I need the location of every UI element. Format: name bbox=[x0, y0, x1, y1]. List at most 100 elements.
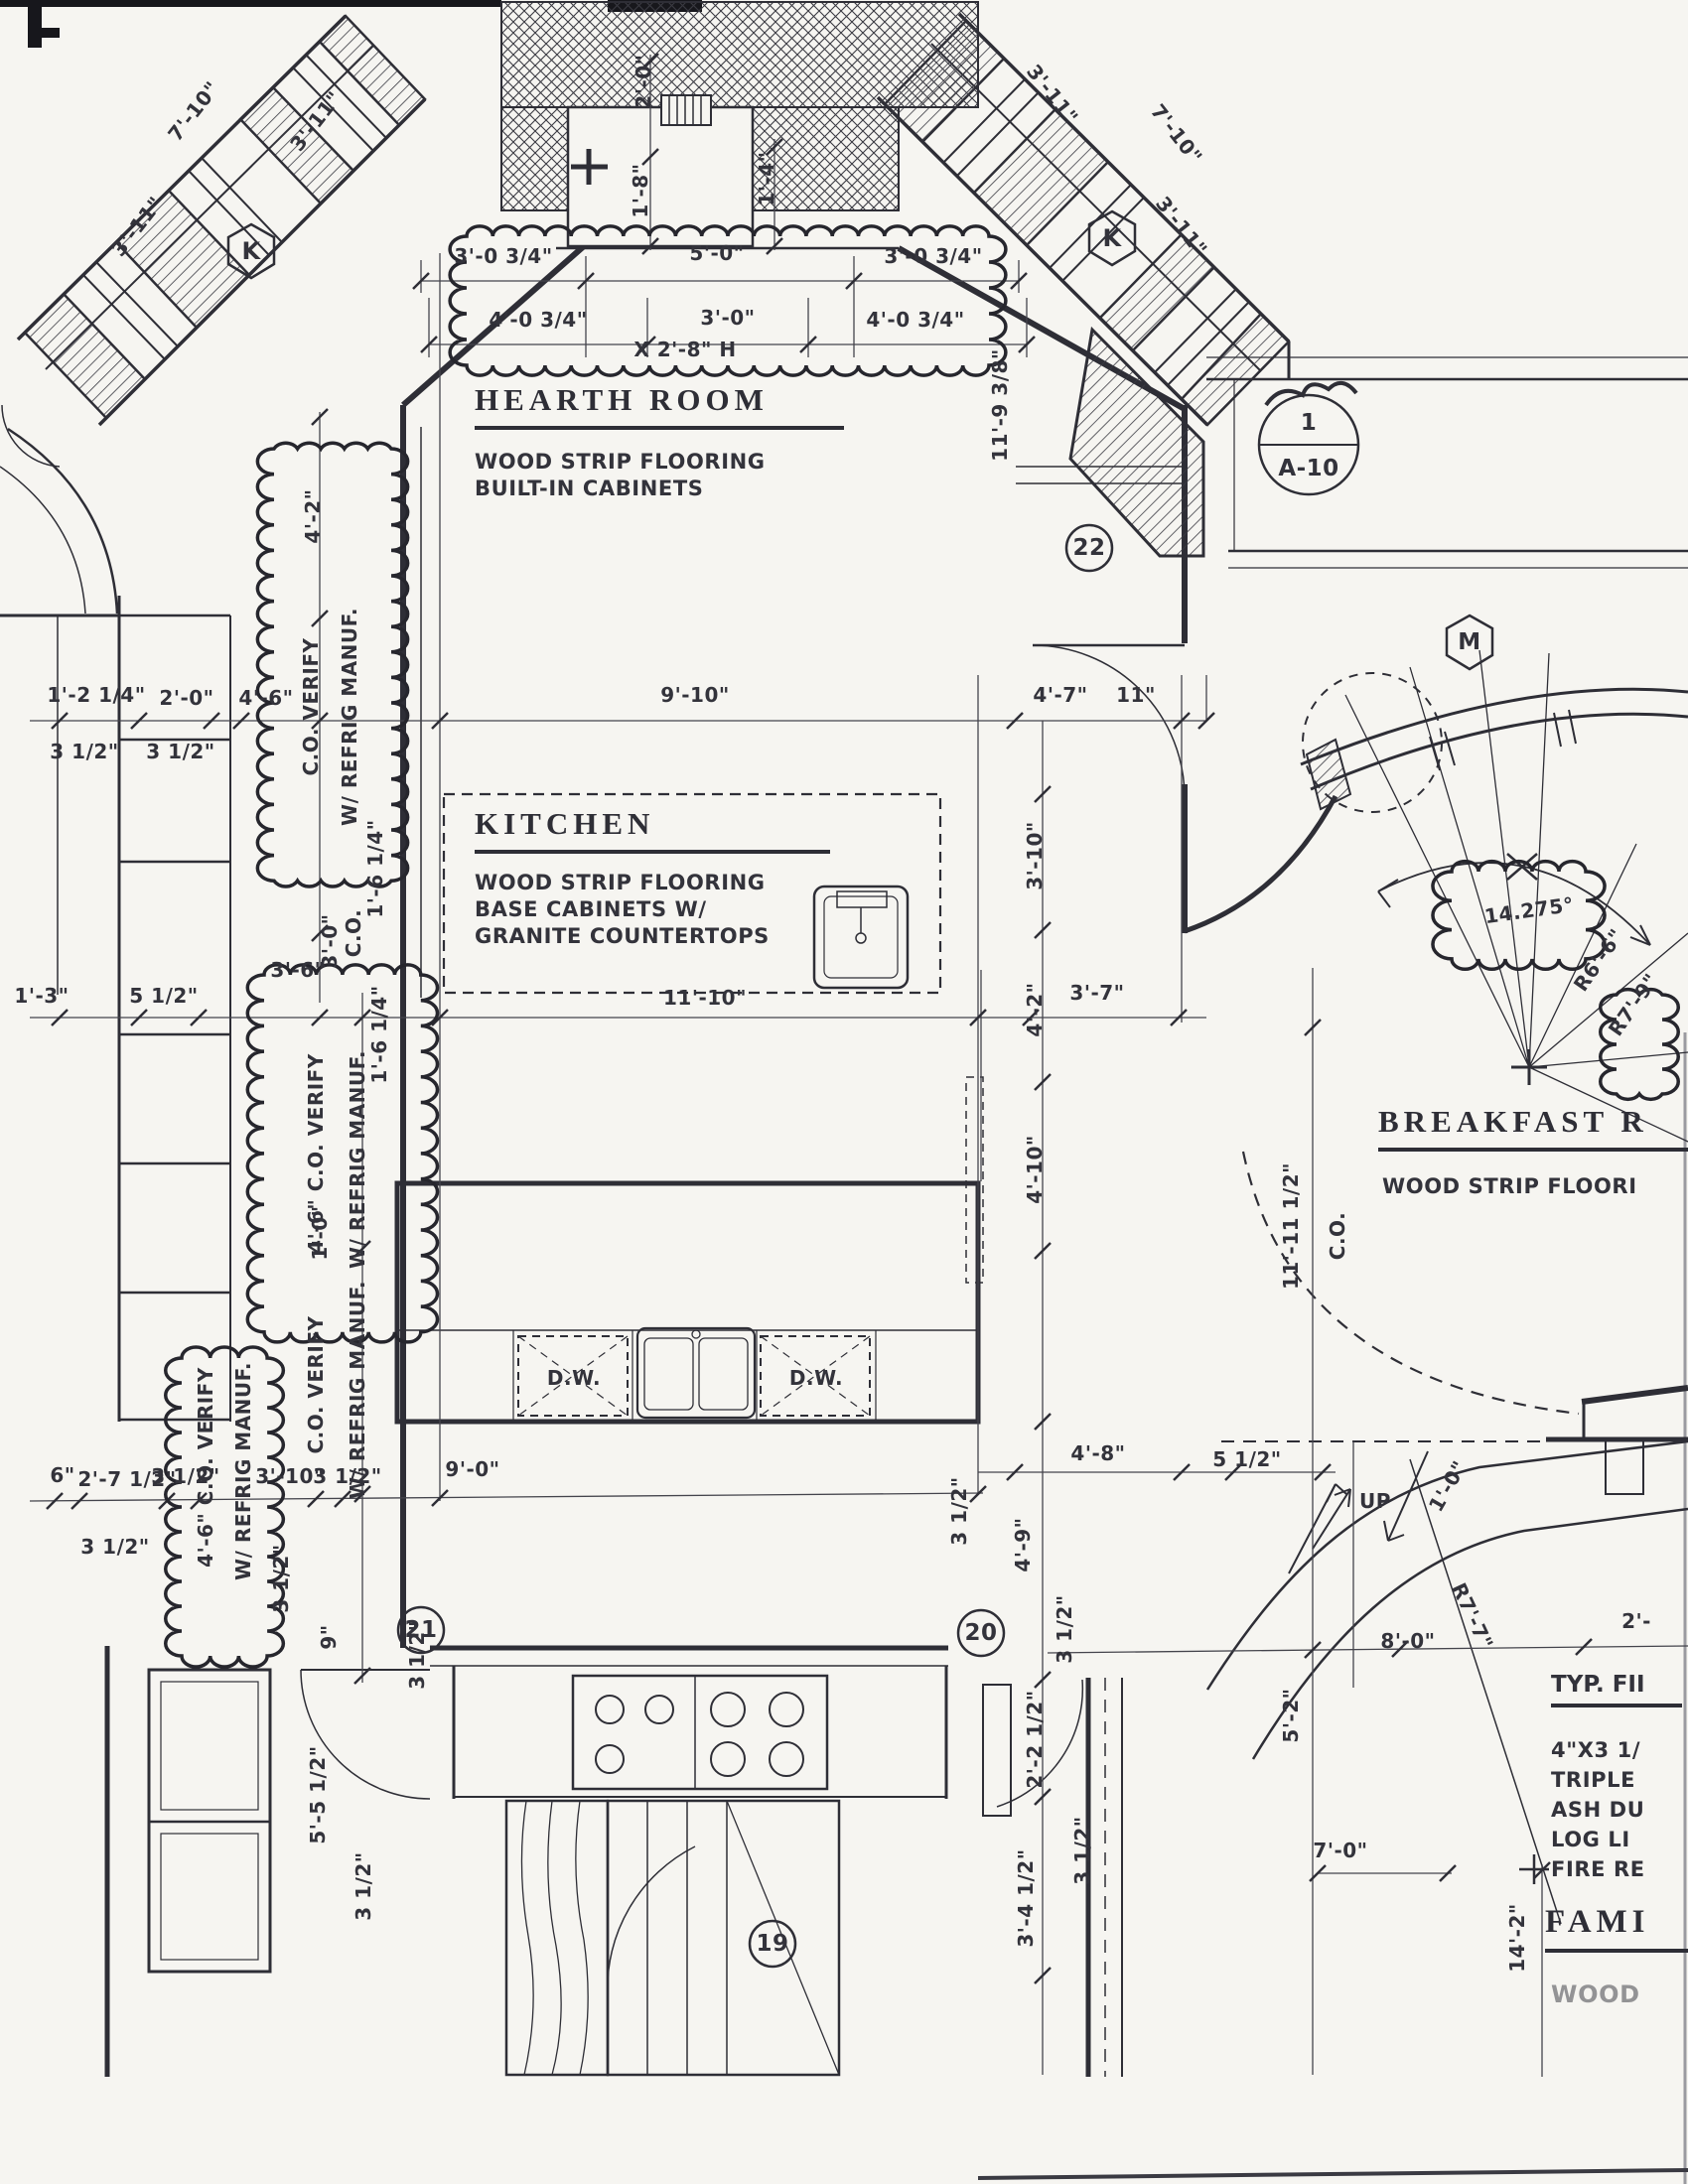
note-line: LOG LI bbox=[1551, 1828, 1630, 1851]
dim-label: 1'-6 1/4" bbox=[367, 985, 391, 1084]
revision-clouds bbox=[164, 224, 1680, 1669]
cased-opening-arc bbox=[1241, 1151, 1580, 1416]
note-line: WOOD bbox=[1551, 1980, 1640, 2008]
note-line: FIRE RE bbox=[1551, 1857, 1645, 1881]
kitchen-sink bbox=[812, 885, 910, 990]
bay-center-point bbox=[1511, 1049, 1547, 1085]
dim-label: 4'-0 3/4" bbox=[866, 308, 965, 332]
dim-label: 1'-2 1/4" bbox=[47, 683, 146, 707]
dim-label: 1'-4" bbox=[755, 151, 778, 206]
note-line: 4"X3 1/ bbox=[1551, 1738, 1641, 1762]
typ-fireplace-title: TYP. FII bbox=[1551, 1672, 1682, 1707]
wall-type-tag-k: K bbox=[241, 237, 261, 265]
door-circle-22 bbox=[1064, 523, 1114, 573]
note-line: WOOD STRIP FLOORI bbox=[1382, 1174, 1637, 1198]
dim-label: 4'-7" bbox=[1033, 683, 1088, 707]
dim-label: 9'-0" bbox=[445, 1457, 500, 1481]
dim-label: 4'-0 3/4" bbox=[489, 308, 588, 332]
door-leaf-20 bbox=[982, 1684, 1012, 1817]
dim-label: 5'-2" bbox=[1279, 1688, 1303, 1743]
detail-cloud-scribble bbox=[1264, 381, 1358, 407]
dim-label: 3'-10" bbox=[1023, 821, 1047, 890]
hex-tag-m bbox=[1445, 614, 1494, 671]
dim-label: 3'-4 1/2" bbox=[1014, 1848, 1038, 1948]
dim-label: 4'-9" bbox=[1011, 1517, 1035, 1572]
dim-label: 2'-0" bbox=[632, 54, 655, 109]
dim-label: 5'-5 1/2" bbox=[306, 1745, 330, 1844]
dim-label: 4'-8" bbox=[1070, 1441, 1126, 1465]
dimension-lines bbox=[29, 55, 1688, 2077]
dim-label: 3'-7" bbox=[1069, 981, 1125, 1005]
hex-tag-k1 bbox=[226, 222, 276, 280]
dim-label: 3 1/2" bbox=[50, 740, 119, 763]
wood-storage bbox=[504, 1799, 841, 2077]
dim-label: 11" bbox=[1116, 683, 1156, 707]
wall-type-tag-k: K bbox=[1102, 224, 1122, 252]
dim-label: W/ REFRIG MANUF. bbox=[338, 608, 361, 826]
dim-label: 3 1/2" bbox=[151, 1464, 220, 1488]
dashed-circle bbox=[1302, 672, 1443, 813]
stair-outer-stringer bbox=[1205, 1439, 1688, 1691]
dim-label: 7'-0" bbox=[1313, 1839, 1368, 1862]
dim-label: 5 1/2" bbox=[129, 984, 199, 1008]
dim-label: 1'-3" bbox=[14, 984, 70, 1008]
family-room-title: FAMI bbox=[1545, 1904, 1688, 1953]
island-double-sink bbox=[635, 1326, 757, 1420]
dim-label: 9" bbox=[317, 1624, 341, 1650]
dim-label: 3 1/2" bbox=[1053, 1594, 1076, 1664]
wall-type-tag-m: M bbox=[1458, 629, 1481, 655]
dim-label: 1'-6 1/4" bbox=[363, 819, 387, 918]
door-tag-22: 22 bbox=[1072, 535, 1106, 561]
note-line: BASE CABINETS W/ bbox=[475, 897, 707, 921]
dishwasher-right bbox=[760, 1335, 871, 1417]
dim-label: 11'-10" bbox=[662, 986, 748, 1010]
dim-label: 6" bbox=[50, 1463, 75, 1487]
dishwasher-label: D.W. bbox=[788, 1366, 844, 1390]
dim-label: 3'-0 3/4" bbox=[454, 244, 553, 268]
note-line: ASH DU bbox=[1551, 1798, 1645, 1822]
note-line: WOOD STRIP FLOORING bbox=[475, 871, 766, 894]
dim-label: 2'-7 1/2" bbox=[77, 1467, 177, 1491]
door-circle-19 bbox=[748, 1919, 797, 1969]
dim-label: 14'-2" bbox=[1505, 1903, 1529, 1973]
stair-up-label: UP bbox=[1359, 1489, 1391, 1513]
dim-label: 1'-0" bbox=[308, 1205, 332, 1261]
dim-label: 3 1/2" bbox=[80, 1535, 150, 1559]
hearth-room-notes: WOOD STRIP FLOORING BUILT-IN CABINETS bbox=[475, 449, 766, 502]
dim-label: 3 1/2" bbox=[405, 1620, 429, 1690]
dim-label: 3 1/2" bbox=[1070, 1816, 1094, 1885]
kitchen-island bbox=[394, 1180, 981, 1425]
radial-setout-lines bbox=[1344, 649, 1688, 1143]
cooktop bbox=[571, 1674, 829, 1791]
firebox-centerline-cross bbox=[571, 149, 608, 185]
door-circle-20 bbox=[956, 1608, 1006, 1658]
detail-ref-number: 1 bbox=[1300, 410, 1318, 436]
dim-label: X 2'-8" H bbox=[633, 338, 737, 361]
door-tag-19: 19 bbox=[756, 1931, 789, 1957]
door-swing-21 bbox=[300, 1669, 431, 1800]
dim-label: 4'-2" bbox=[301, 488, 325, 544]
dim-label: 3'-10" bbox=[255, 1464, 325, 1488]
dim-label: 5'-0" bbox=[689, 241, 745, 265]
fire-note-cross bbox=[1519, 1854, 1549, 1884]
dim-label: 2'- bbox=[1621, 1609, 1651, 1633]
doors-and-stairs bbox=[1, 404, 1688, 1996]
door-circle-21 bbox=[396, 1605, 446, 1655]
dim-label: 2'-0" bbox=[159, 686, 214, 710]
stair-up-arrow bbox=[1312, 1488, 1351, 1550]
dim-label: C.O. VERIFY bbox=[299, 637, 323, 776]
door-swing-19 bbox=[607, 1845, 696, 1996]
note-line: GRANITE COUNTERTOPS bbox=[475, 924, 770, 948]
dim-label: 3 1/2" bbox=[146, 740, 215, 763]
dim-label: 9'-10" bbox=[660, 683, 730, 707]
dim-label: W/ REFRIG MANUF. bbox=[346, 1050, 369, 1269]
dim-label: 5 1/2" bbox=[1212, 1447, 1282, 1471]
dim-label: 2'-2 1/2" bbox=[1023, 1690, 1047, 1789]
walls bbox=[0, 12, 1688, 2077]
arc-cross-mark bbox=[1506, 853, 1538, 881]
note-line: TRIPLE bbox=[1551, 1768, 1636, 1792]
reference-tags bbox=[226, 209, 1549, 1969]
